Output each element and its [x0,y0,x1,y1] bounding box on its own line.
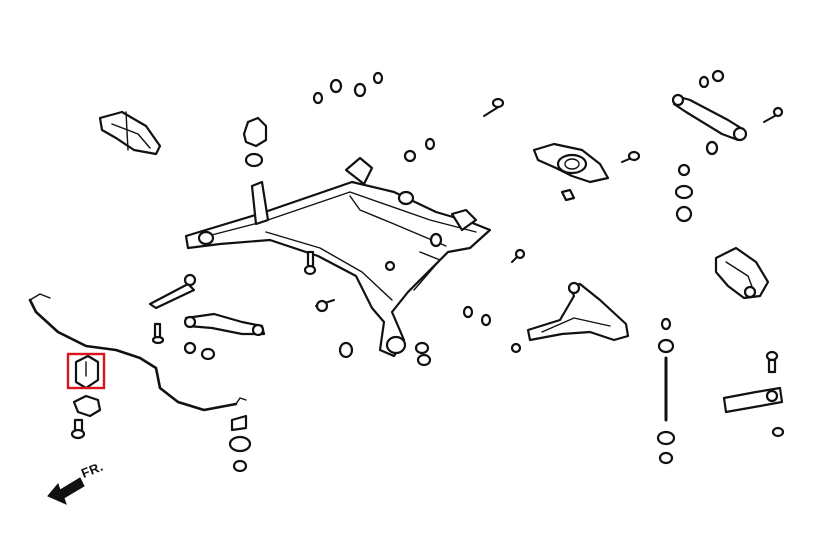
bolt-right-lower [765,350,779,374]
bushing-set-top [312,71,384,105]
stabilizer-bushing [66,352,106,390]
bushing-center-right [384,260,522,354]
stabilizer-bar [28,293,247,412]
lower-link [183,312,266,337]
trailing-bracket [714,246,770,300]
shock-mount-lower [228,414,252,473]
bushing-set-right-top [698,69,725,156]
bushing-set-center [403,137,436,163]
hub-knuckle [532,142,610,184]
lower-arm [526,281,630,342]
bolt-top [483,97,505,117]
bump-stop [242,116,268,168]
bushing-set-left-mid [183,341,216,361]
hub-carrier-bracket [98,110,162,156]
lateral-link [148,273,197,310]
bushing-stack-right [674,163,694,223]
upper-arm-right [671,93,748,142]
bushing-bracket [70,394,102,440]
bolt-hub [621,150,641,163]
subframe [184,156,492,358]
bolt-center-left [315,299,335,313]
highlight-box [66,352,106,390]
shock-rod [656,317,676,465]
trailing-link [722,386,784,414]
clip-hub [560,188,576,202]
clip-right-lower [771,426,785,438]
direction-arrow-icon [47,477,85,505]
bolt-left-mid [151,322,165,345]
stud-center [303,250,317,276]
bolt-right-top [763,106,784,123]
bushing-center-lower [338,341,432,367]
bolt-center-right [511,248,526,263]
